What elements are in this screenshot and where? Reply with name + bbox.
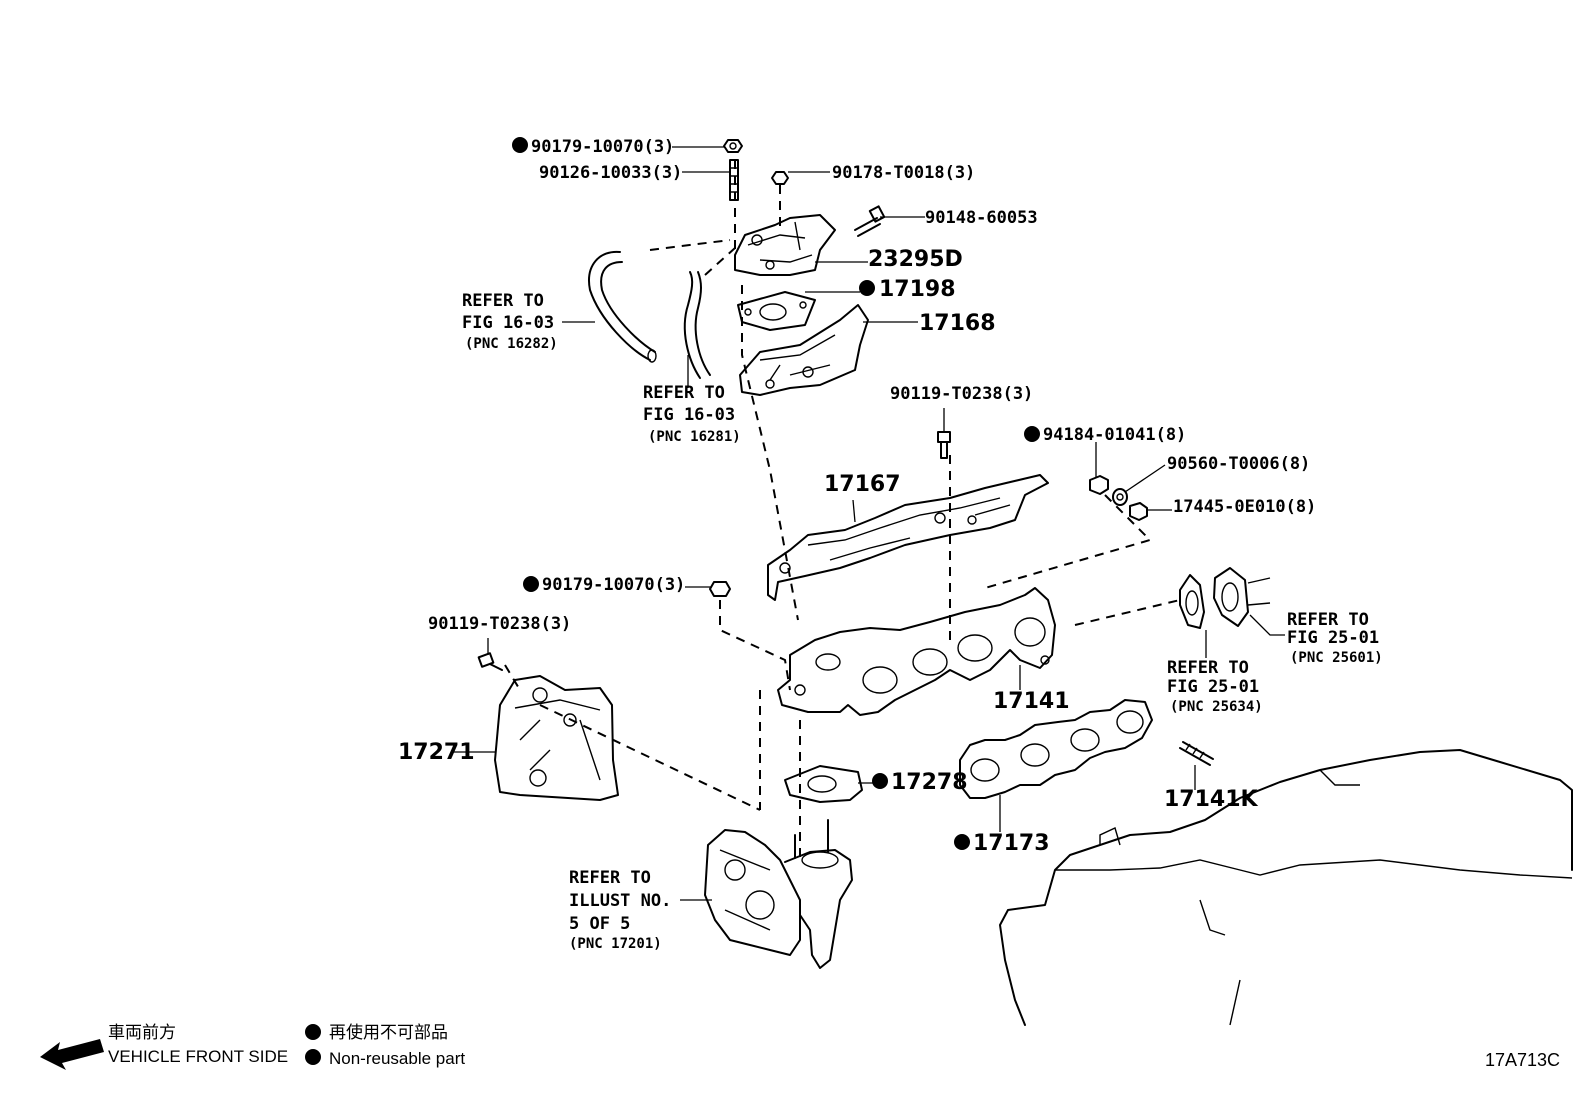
nut-icon	[723, 139, 743, 153]
ref-a-line1: REFER TO	[462, 291, 544, 311]
exhaust-manifold-17141-part	[777, 587, 1056, 716]
reference-note-b: REFER TO FIG 16-03 (PNC 16281)	[643, 383, 741, 445]
callout-nut-mid: 90179-10070(3)	[542, 575, 685, 595]
callout-insulator-17167: 17167	[824, 472, 901, 497]
engine-block-outline	[999, 749, 1573, 1026]
legend-front-jp: 車両前方	[108, 1023, 176, 1042]
callouts: 90179-10070(3) 90126-10033(3) 90178-T001…	[398, 137, 1316, 856]
callout-washer-right: 90560-T0006(8)	[1167, 454, 1310, 474]
non-reusable-marker-icon	[859, 280, 875, 296]
callout-insulator-17271: 17271	[398, 740, 475, 765]
front-arrow-icon	[40, 1039, 104, 1070]
legend: 車両前方 VEHICLE FRONT SIDE 再使用不可部品 Non-reus…	[40, 1022, 465, 1070]
non-reusable-marker-icon	[305, 1049, 321, 1065]
legend-front-en: VEHICLE FRONT SIDE	[108, 1047, 288, 1066]
ref-e-line2: ILLUST NO.	[569, 891, 671, 911]
gasket-17198-part	[737, 291, 816, 331]
washer-icon	[1112, 488, 1128, 506]
callout-stud-top: 90126-10033(3)	[539, 163, 682, 183]
callout-bolt-egr: 90148-60053	[925, 208, 1038, 228]
non-reusable-marker-icon	[1024, 426, 1040, 442]
ref-d-line2: FIG 25-01	[1167, 677, 1259, 697]
ref-c-line2: FIG 25-01	[1287, 628, 1379, 648]
ref-a-line3: (PNC 16282)	[465, 336, 558, 352]
callout-egr-cooler: 23295D	[868, 247, 963, 272]
insulator-17167-part	[767, 474, 1049, 601]
egr-valve-part	[734, 214, 836, 276]
stud-icon	[1179, 741, 1214, 766]
reference-note-c: REFER TO FIG 25-01 (PNC 25601)	[1287, 610, 1383, 666]
hose-left-part	[588, 250, 657, 363]
ref-b-line2: FIG 16-03	[643, 405, 735, 425]
non-reusable-marker-icon	[954, 834, 970, 850]
gasket-25601-part	[1213, 567, 1271, 627]
illustration-code: 17A713C	[1485, 1050, 1560, 1070]
ref-b-line3: (PNC 16281)	[648, 429, 741, 445]
insulator-17271-part	[494, 675, 619, 801]
nut-icon	[709, 581, 731, 597]
callout-gasket-17278: 17278	[891, 770, 968, 795]
callout-nut-top: 90179-10070(3)	[531, 137, 674, 157]
ref-c-line1: REFER TO	[1287, 610, 1369, 630]
callout-nut-right: 94184-01041(8)	[1043, 425, 1186, 445]
gasket-17278-part	[784, 765, 863, 803]
gasket-25634-part	[1179, 574, 1205, 629]
callout-bolt-left: 90119-T0238(3)	[428, 614, 571, 634]
callout-nut-egr: 90178-T0018(3)	[832, 163, 975, 183]
nut-icon	[1089, 475, 1109, 495]
legend-nonreuse-en: Non-reusable part	[329, 1049, 465, 1068]
callout-bolt-mid: 90119-T0238(3)	[890, 384, 1033, 404]
ref-b-line1: REFER TO	[643, 383, 725, 403]
callout-stud-17141k: 17141K	[1164, 787, 1259, 812]
ref-e-line1: REFER TO	[569, 868, 651, 888]
callout-gasket-17198: 17198	[879, 277, 956, 302]
bolt-icon	[854, 205, 886, 237]
callout-gasket-17173: 17173	[973, 831, 1050, 856]
ref-d-line3: (PNC 25634)	[1170, 699, 1263, 715]
ref-d-line1: REFER TO	[1167, 658, 1249, 678]
callout-manifold-17141: 17141	[993, 689, 1070, 714]
gasket-17173-part	[959, 699, 1153, 799]
reference-note-e: REFER TO ILLUST NO. 5 OF 5 (PNC 17201)	[569, 868, 671, 952]
insulator-17168-part	[739, 304, 869, 396]
nut-icon	[1129, 502, 1148, 521]
reference-note-a: REFER TO FIG 16-03 (PNC 16282)	[462, 291, 558, 352]
ref-a-line2: FIG 16-03	[462, 313, 554, 333]
non-reusable-marker-icon	[512, 137, 528, 153]
ref-c-line3: (PNC 25601)	[1290, 650, 1383, 666]
non-reusable-marker-icon	[305, 1024, 321, 1040]
bolt-icon	[937, 431, 951, 459]
ref-e-line3: 5 OF 5	[569, 914, 630, 934]
legend-nonreuse-jp: 再使用不可部品	[329, 1022, 448, 1042]
nut-icon	[771, 171, 789, 185]
turbocharger-part	[704, 819, 853, 969]
bolt-icon	[477, 652, 503, 671]
stud-icon	[729, 159, 739, 201]
callout-insulator-17168: 17168	[919, 311, 996, 336]
assembly-dash-lines	[504, 160, 1181, 860]
reference-note-d: REFER TO FIG 25-01 (PNC 25634)	[1167, 658, 1263, 715]
hose-right-part	[683, 271, 711, 379]
non-reusable-marker-icon	[523, 576, 539, 592]
ref-e-line4: (PNC 17201)	[569, 936, 662, 952]
callout-nut-17445: 17445-0E010(8)	[1173, 497, 1316, 517]
non-reusable-marker-icon	[872, 773, 888, 789]
